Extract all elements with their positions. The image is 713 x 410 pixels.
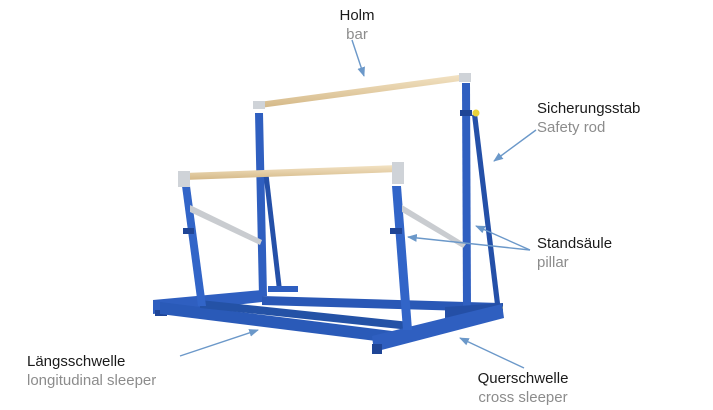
safety-rod [472, 113, 500, 305]
label-pillar-en: pillar [537, 254, 569, 271]
low-bar [178, 162, 404, 187]
label-bar: Holm bar [328, 6, 386, 44]
label-bar-en: bar [346, 26, 368, 43]
arrow-safety-rod [493, 129, 537, 162]
label-cross-sleeper-de: Querschwelle [477, 370, 569, 387]
back-longitudinal-sleeper [262, 296, 500, 312]
tall-pillar-left [255, 113, 267, 296]
label-cross-sleeper-en: cross sleeper [478, 389, 568, 406]
low-pillar-left [182, 186, 206, 306]
label-bar-de: Holm [339, 7, 375, 24]
cross-sleeper [372, 304, 504, 352]
label-pillar: Standsäule pillar [537, 234, 612, 272]
label-safety-rod-en: Safety rod [537, 119, 606, 136]
tall-pillar-right [462, 83, 471, 310]
arrow-bar [351, 39, 365, 77]
label-safety-rod-de: Sicherungsstab [537, 100, 641, 117]
front-frame [153, 186, 504, 354]
arrow-cross-sleeper [459, 337, 525, 369]
label-safety-rod: Sicherungsstab Safety rod [537, 99, 640, 137]
longitudinal-sleeper [160, 302, 400, 344]
high-bar [253, 73, 471, 109]
back-frame [255, 83, 503, 318]
label-longitudinal-sleeper-en: longitudinal sleeper [27, 372, 157, 389]
label-longitudinal-sleeper-de: Längsschwelle [27, 353, 126, 370]
arrow-pillar-1 [407, 234, 531, 251]
label-longitudinal-sleeper: Längsschwelle longitudinal sleeper [27, 352, 156, 390]
label-cross-sleeper: Querschwelle cross sleeper [462, 369, 584, 407]
callout-arrows [179, 39, 537, 369]
arrow-pillar-2 [475, 225, 531, 251]
label-pillar-de: Standsäule [537, 235, 613, 252]
arrow-longitudinal-sleeper [179, 329, 259, 357]
low-pillar-right [392, 186, 412, 330]
